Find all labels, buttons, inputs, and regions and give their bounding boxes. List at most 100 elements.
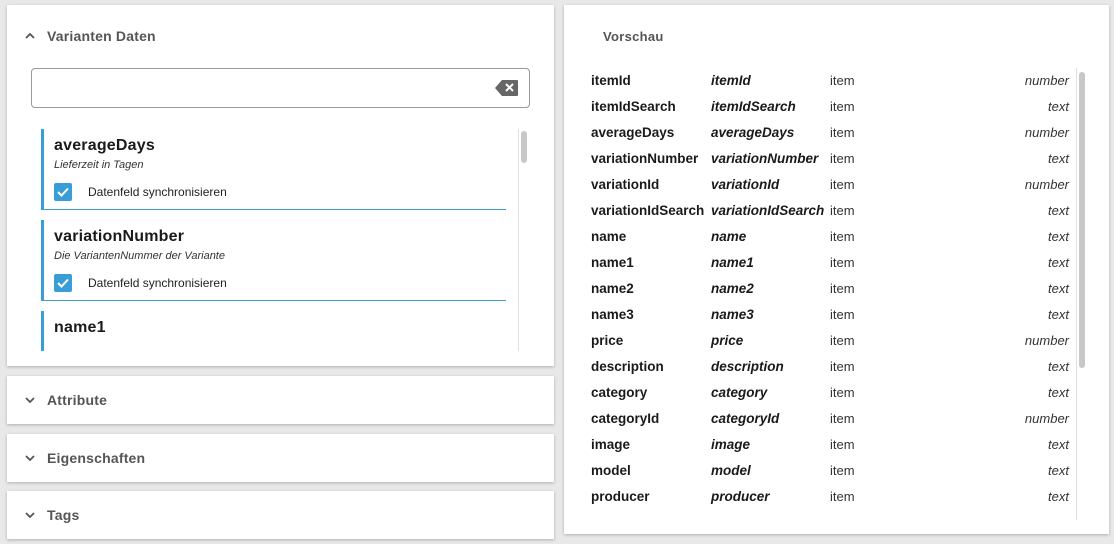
field-description: Die VariantenNummer der Variante bbox=[54, 250, 225, 262]
preview-source: item bbox=[830, 489, 855, 504]
preview-alias: categoryId bbox=[711, 411, 780, 426]
check-icon bbox=[57, 278, 69, 288]
eigenschaften-panel: Eigenschaften bbox=[7, 434, 554, 482]
eigenschaften-accordion-header[interactable]: Eigenschaften bbox=[23, 434, 145, 482]
preview-key: variationId bbox=[591, 177, 660, 192]
preview-source: item bbox=[830, 99, 855, 114]
sync-label: Datenfeld synchronisieren bbox=[88, 185, 227, 199]
attribute-title: Attribute bbox=[47, 392, 108, 408]
preview-key: variationNumber bbox=[591, 151, 699, 166]
preview-type: text bbox=[1048, 307, 1069, 322]
variants-accordion-header[interactable]: Varianten Daten bbox=[23, 12, 156, 60]
preview-source: item bbox=[830, 437, 855, 452]
preview-key: description bbox=[591, 359, 664, 374]
attribute-accordion-header[interactable]: Attribute bbox=[23, 376, 107, 424]
chevron-down-icon bbox=[23, 508, 37, 522]
preview-source: item bbox=[830, 385, 855, 400]
preview-alias: image bbox=[711, 437, 751, 452]
preview-key: variationIdSearch bbox=[591, 203, 705, 218]
preview-source: item bbox=[830, 411, 855, 426]
preview-alias: averageDays bbox=[711, 125, 795, 140]
preview-key: name3 bbox=[591, 307, 634, 322]
preview-key: averageDays bbox=[591, 125, 675, 140]
preview-row: producer producer item text bbox=[591, 484, 1071, 510]
chevron-down-icon bbox=[23, 451, 37, 465]
search-field[interactable] bbox=[31, 68, 530, 108]
field-card: name1 bbox=[41, 311, 506, 351]
preview-alias: model bbox=[711, 463, 751, 478]
tags-accordion-header[interactable]: Tags bbox=[23, 491, 79, 539]
preview-type: text bbox=[1048, 229, 1069, 244]
preview-source: item bbox=[830, 73, 855, 88]
preview-type: text bbox=[1048, 255, 1069, 270]
preview-type: text bbox=[1048, 151, 1069, 166]
field-name: variationNumber bbox=[54, 228, 185, 245]
preview-key: name2 bbox=[591, 281, 634, 296]
preview-source: item bbox=[830, 281, 855, 296]
preview-scrollbar[interactable] bbox=[1076, 68, 1086, 520]
sync-checkbox-row[interactable]: Datenfeld synchronisieren bbox=[54, 183, 496, 201]
preview-alias: itemIdSearch bbox=[711, 99, 796, 114]
preview-type: text bbox=[1048, 489, 1069, 504]
sync-checkbox[interactable] bbox=[54, 183, 72, 201]
preview-source: item bbox=[830, 359, 855, 374]
check-icon bbox=[57, 187, 69, 197]
chevron-down-icon bbox=[23, 393, 37, 407]
scrollbar-thumb[interactable] bbox=[521, 131, 527, 163]
sync-checkbox[interactable] bbox=[54, 274, 72, 292]
preview-title: Vorschau bbox=[603, 29, 664, 44]
preview-type: text bbox=[1048, 203, 1069, 218]
field-description: Lieferzeit in Tagen bbox=[54, 159, 144, 171]
variants-title: Varianten Daten bbox=[47, 28, 156, 44]
preview-alias: description bbox=[711, 359, 784, 374]
sync-label: Datenfeld synchronisieren bbox=[88, 276, 227, 290]
eigenschaften-title: Eigenschaften bbox=[47, 450, 146, 466]
preview-source: item bbox=[830, 463, 855, 478]
preview-alias: category bbox=[711, 385, 768, 400]
preview-alias: producer bbox=[711, 489, 770, 504]
preview-type: text bbox=[1048, 281, 1069, 296]
preview-alias: name2 bbox=[711, 281, 754, 296]
field-list-scrollbar[interactable] bbox=[518, 129, 528, 351]
sync-checkbox-row[interactable]: Datenfeld synchronisieren bbox=[54, 274, 496, 292]
preview-key: producer bbox=[591, 489, 650, 504]
preview-key: price bbox=[591, 333, 624, 348]
preview-key: name bbox=[591, 229, 627, 244]
preview-type: text bbox=[1048, 463, 1069, 478]
preview-list: itemId itemId item number itemIdSearch itemId… bbox=[591, 68, 1071, 520]
preview-row: name2 name2 item text bbox=[591, 276, 1071, 302]
field-name: averageDays bbox=[54, 137, 155, 154]
preview-source: item bbox=[830, 255, 855, 270]
search-input[interactable] bbox=[42, 77, 482, 99]
preview-source: item bbox=[830, 333, 855, 348]
attribute-panel: Attribute bbox=[7, 376, 554, 424]
preview-source: item bbox=[830, 203, 855, 218]
preview-source: item bbox=[830, 307, 855, 322]
chevron-up-icon bbox=[23, 29, 37, 43]
preview-key: itemId bbox=[591, 73, 631, 88]
preview-key: categoryId bbox=[591, 411, 660, 426]
preview-type: number bbox=[1024, 333, 1069, 348]
scrollbar-thumb[interactable] bbox=[1079, 72, 1085, 368]
preview-alias: itemId bbox=[711, 73, 751, 88]
preview-type: text bbox=[1048, 385, 1069, 400]
preview-key: itemIdSearch bbox=[591, 99, 676, 114]
preview-alias: variationId bbox=[711, 177, 780, 192]
backspace-clear-icon[interactable] bbox=[495, 79, 519, 97]
